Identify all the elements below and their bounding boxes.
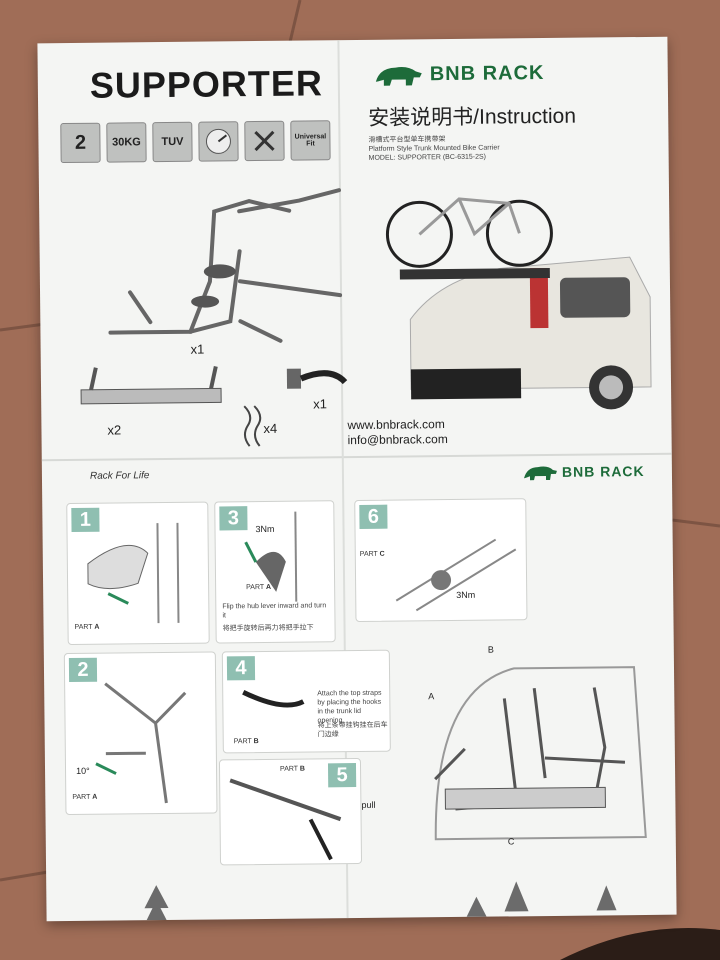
step-2-panel: 2 10° PART A <box>63 651 218 816</box>
frame-quantity: x1 <box>190 341 205 357</box>
step-6-panel: 6 PART C 3Nm <box>354 498 528 623</box>
tuv-icon: TUV <box>152 121 193 163</box>
bear-logo-icon <box>375 67 422 86</box>
brand-name: BNB RACK <box>429 61 545 85</box>
step-4-diagram <box>242 689 305 708</box>
website-link[interactable]: www.bnbrack.com <box>347 417 445 433</box>
product-subtitle: 滑槽式平台型单车携带架 Platform Style Trunk Mounted… <box>368 136 500 162</box>
step-4-panel: 4 Attach the top straps by placing the h… <box>221 649 391 754</box>
bike-icon: 2 <box>60 122 101 164</box>
email-link[interactable]: info@bnbrack.com <box>347 432 448 448</box>
brand-logo-small: BNB RACK <box>522 461 645 482</box>
instruction-sheet: SUPPORTER 2 30KG TUV Universal Fit BNB R… <box>37 36 677 922</box>
car-with-bikes-photo <box>385 197 652 410</box>
slogan: Rack For Life <box>89 470 150 482</box>
instruction-heading: 安装说明书/Instruction <box>368 104 577 130</box>
step-5-diagram <box>229 778 342 861</box>
step-3-diagram <box>244 511 298 602</box>
strap-diagram <box>286 368 348 389</box>
rack-diagram <box>108 188 343 343</box>
diagram-letter: B <box>487 644 494 655</box>
tools-icon <box>244 120 285 162</box>
fold-line-horizontal <box>41 452 672 462</box>
step-1-diagram <box>87 522 180 624</box>
pull-label: pull <box>361 799 376 810</box>
step-6-diagram <box>395 538 517 612</box>
product-title: SUPPORTER <box>89 62 324 106</box>
brand-logo: BNB RACK <box>374 60 545 88</box>
hooks-diagram <box>243 405 262 447</box>
diagram-letter: A <box>428 691 435 702</box>
tree-decoration <box>144 881 617 921</box>
step-2-diagram <box>95 682 187 804</box>
bear-logo-icon <box>524 466 557 481</box>
step-5-panel: 5 PART B <box>218 757 363 866</box>
strap-quantity: x1 <box>313 396 328 412</box>
step-1-panel: 1 PART A <box>66 501 210 646</box>
step-3-panel: 3 3Nm PART A Flip the hub lever inward a… <box>214 500 336 644</box>
arms-quantity: x2 <box>107 422 122 438</box>
weight-icon: 30KG <box>106 122 147 163</box>
final-assembly-diagram <box>434 666 647 841</box>
speedometer-icon <box>198 121 239 162</box>
car-icon: Universal Fit <box>290 120 331 161</box>
contact-info: www.bnbrack.com info@bnbrack.com <box>347 417 448 448</box>
arms-diagram <box>80 366 222 405</box>
hooks-quantity: x4 <box>263 420 278 436</box>
diagram-letter: C <box>507 836 515 847</box>
feature-icons: 2 30KG TUV Universal Fit <box>60 120 331 164</box>
